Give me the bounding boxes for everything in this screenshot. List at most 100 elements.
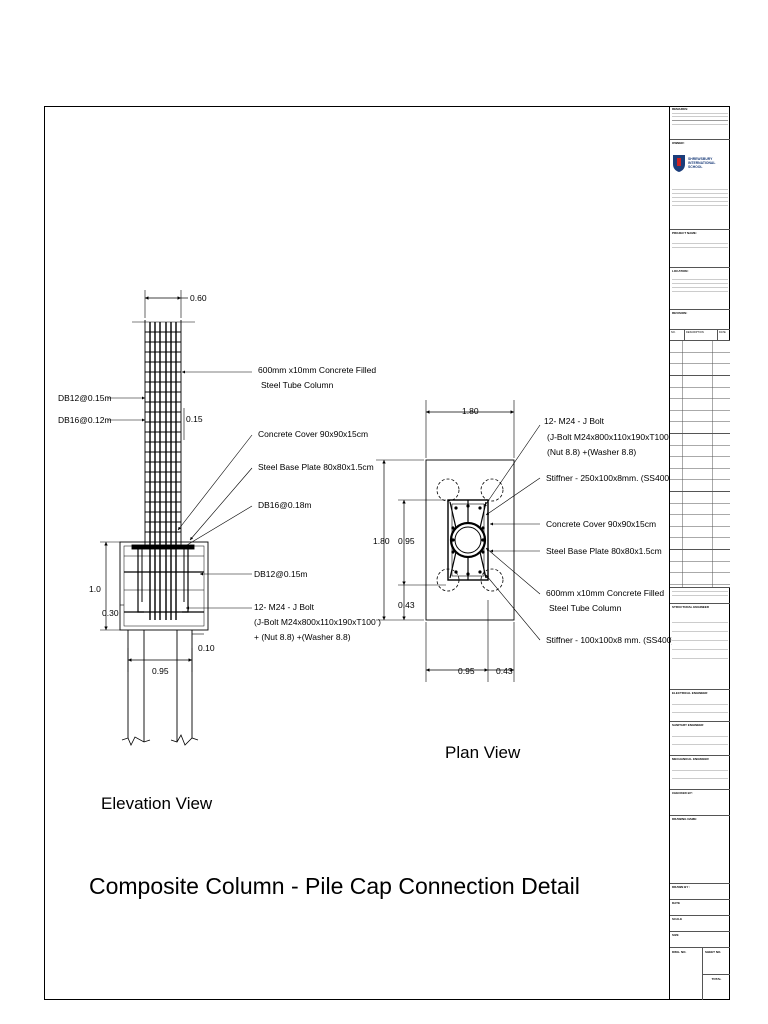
plan-label-column-2: Steel Tube Column [549,603,622,613]
tb-drawing-name: DRAWING NAME: [670,816,730,884]
elevation-view-title: Elevation View [101,794,213,813]
tb-drawing-name-label: DRAWING NAME: [672,817,698,821]
tb-sheet: SHEET NO. TOTAL [703,948,730,1000]
logo-text-2: INTERNATIONAL [688,161,716,165]
tb-scale: SCALE [670,916,730,932]
tb-revision-table: NO. DESCRIPTION DATE [670,330,730,588]
plan-dim-095: 0.95 [398,536,415,546]
tb-location-text [672,277,728,293]
tb-size: SIZE [670,932,730,948]
plan-dim-180-top: 1.80 [462,406,479,416]
label-bolt-3: + (Nut 8.8) +(Washer 8.8) [254,632,351,642]
plan-bolts [451,504,485,576]
tb-owner-address [672,187,728,207]
tb-checked-label: CHECKED BY: [672,791,693,795]
tb-col-desc: DESCRIPTION [685,330,718,340]
label-db16-018: DB16@0.18m [258,500,312,510]
dim-015: 0.15 [186,414,203,424]
dim-030: 0.30 [102,608,119,618]
plan-view-title: Plan View [445,743,521,762]
column-ties [145,331,181,533]
tb-col-no: NO. [670,330,685,340]
tb-date-label: DATE [672,901,680,905]
elevation-labels: 0.60 0.15 1.0 0.30 0.10 0.95 DB12@0.15m … [58,293,381,676]
tb-structural: STRUCTURAL ENGINEER [670,604,730,690]
tb-remarks-lines [672,111,728,125]
title-block: REMARKS: OWNER: SHREWSBURY INTERNATIONAL… [669,106,730,1000]
label-db12: DB12@0.15m [58,393,112,403]
dim-10: 1.0 [89,584,101,594]
plan-label-stiffner-100: Stiffner - 100x100x8 mm. (SS400) [546,635,675,645]
tb-project-text [672,241,728,251]
dim-095: 0.95 [152,666,169,676]
plan-dim-043-bottom: 0.43 [496,666,513,676]
pile-cap [119,541,209,631]
tb-logo: SHREWSBURY INTERNATIONAL SCHOOL [672,153,728,173]
drawing-title: Composite Column - Pile Cap Connection D… [89,873,580,899]
dim-060: 0.60 [190,293,207,303]
plan-piles [436,478,504,592]
tb-col-date: DATE [719,331,726,334]
label-bolt-2: (J-Bolt M24x800x110x190xT100 ) [254,617,381,627]
tb-location-label: LOCATION: [672,269,689,273]
plan-label-bolt-3: (Nut 8.8) +(Washer 8.8) [547,447,636,457]
tb-total-label: TOTAL [711,976,722,981]
tb-structural-label: STRUCTURAL ENGINEER [672,605,709,609]
plan-label-column-1: 600mm x10mm Concrete Filled [546,588,664,598]
tb-revision: REVISION: [670,310,730,330]
tb-owner: OWNER: SHREWSBURY INTERNATIONAL SCHOOL [670,140,730,230]
tb-location: LOCATION: [670,268,730,310]
elevation-view [100,290,253,746]
label-cover: Concrete Cover 90x90x15cm [258,429,368,439]
plan-label-baseplate: Steel Base Plate 80x80x1.5cm [546,546,662,556]
tb-owner-label: OWNER: [672,141,685,145]
tb-mechanical: MECHANICAL ENGINEER [670,756,730,790]
tb-dwg-label: DWG. NO. [672,950,687,954]
tb-electrical-label: ELECTRICAL ENGINEER [672,691,708,695]
dim-010: 0.10 [198,643,215,653]
tb-drawn: DRAWN BY : [670,884,730,900]
tb-project-label: PROJECT NAME: [672,231,697,235]
tb-project: PROJECT NAME: [670,230,730,268]
tb-date: DATE [670,900,730,916]
tb-sanitary-label: SANITARY ENGINEER [672,723,704,727]
label-db16: DB16@0.12m [58,415,112,425]
logo-text-3: SCHOOL [688,165,703,169]
tb-remarks-label: REMARKS: [672,107,689,111]
plan-dim-043: 0.43 [398,600,415,610]
tb-sanitary: SANITARY ENGINEER [670,722,730,756]
plan-labels: 1.80 1.80 0.95 0.43 0.95 0.43 12- M24 - … [373,406,681,676]
label-column-1: 600mm x10mm Concrete Filled [258,365,376,375]
tb-size-label: SIZE [672,933,679,937]
tb-electrical: ELECTRICAL ENGINEER [670,690,730,722]
tb-remarks: REMARKS: [670,106,730,140]
tb-revision-label: REVISION: [672,311,688,315]
plan-view [376,400,541,682]
plan-dim-095-bottom: 0.95 [458,666,475,676]
tb-scale-label: SCALE [672,917,683,921]
school-crest-icon [673,155,685,172]
tb-drawn-label: DRAWN BY : [672,885,691,889]
tb-sheet-label: SHEET NO. [703,948,730,975]
label-bolt-1: 12- M24 - J Bolt [254,602,315,612]
tb-revision-header: NO. DESCRIPTION DATE [670,330,730,341]
plan-label-cover: Concrete Cover 90x90x15cm [546,519,656,529]
plan-label-bolt-2: (J-Bolt M24x800x110x190xT100 ) + [547,432,681,442]
label-db12-015: DB12@0.15m [254,569,308,579]
tb-dwg-no: DWG. NO. [670,948,703,1000]
plan-dim-180-left: 1.80 [373,536,390,546]
logo-text-1: SHREWSBURY [688,157,713,161]
tb-revision-rows [670,341,730,587]
plan-label-stiffner-250: Stiffner - 250x100x8mm. (SS400) [546,473,672,483]
tb-numbers: DWG. NO. SHEET NO. TOTAL [670,948,730,1000]
label-baseplate: Steel Base Plate 80x80x1.5cm [258,462,374,472]
tb-structural-names [672,617,728,665]
tb-checked: CHECKED BY: [670,790,730,816]
plan-label-bolt-1: 12- M24 - J Bolt [544,416,605,426]
tb-mechanical-label: MECHANICAL ENGINEER [672,757,709,761]
plan-pile-cap [425,459,515,621]
plan-column [449,521,487,559]
tb-architect [670,588,730,604]
label-column-2: Steel Tube Column [261,380,334,390]
